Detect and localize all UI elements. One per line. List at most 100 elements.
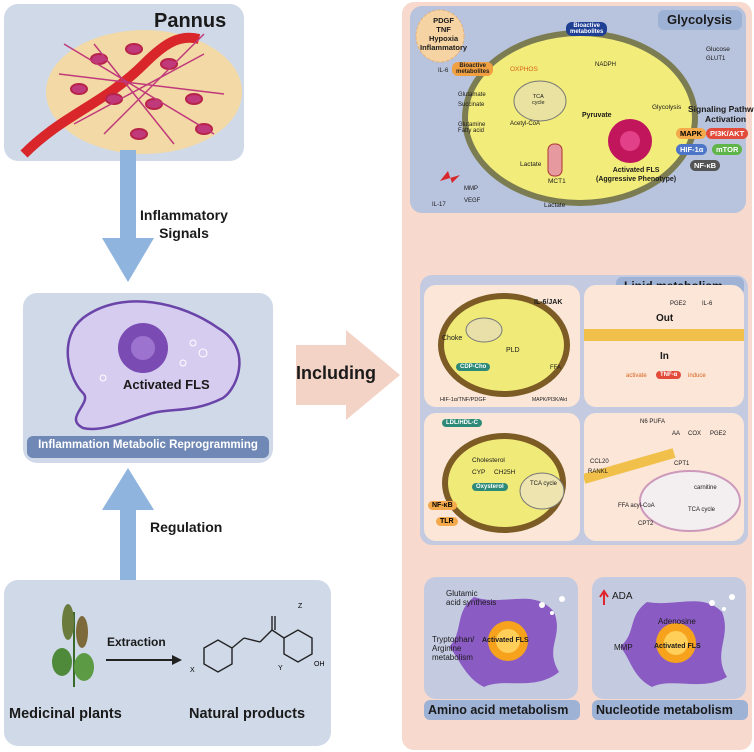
ccl20-label: CCL20 [590, 459, 609, 465]
cpt1-label: CPT1 [674, 461, 690, 467]
amino-cell [449, 596, 565, 687]
succinate-label: Succinate [458, 102, 485, 108]
pathway-hif1a: HIF-1α [676, 144, 708, 155]
pld-label: PLD [506, 347, 520, 354]
regulation-label: Regulation [150, 519, 223, 535]
il6-label: IL-6 [438, 68, 449, 74]
il17-label: IL-17 [432, 202, 446, 208]
reprogramming-banner [27, 436, 269, 458]
cox-label: COX [688, 431, 702, 437]
choke-label: Choke [442, 335, 463, 342]
formula-oh: OH [314, 661, 325, 668]
mct1-label: MCT1 [548, 178, 566, 185]
mmp-label: MMP [464, 186, 478, 192]
cholesterol-label: Cholesterol [472, 457, 505, 464]
lipid-panel: Lipid metabolism IL-6/JAK Choke PLD CDP-… [420, 275, 748, 545]
chemical-structure-icon: Z X Y OH [190, 603, 325, 674]
glycolysis-small-label: Glycolysis [652, 104, 682, 111]
il6-jak-label: IL-6/JAK [534, 299, 563, 306]
acyl-coa-label: FFA acyl-CoA [618, 503, 655, 509]
out-label: Out [656, 313, 674, 324]
pathway-mapk: MAPK [676, 128, 707, 139]
nucleotide-cell [599, 589, 735, 687]
glutamic-label: Glutamic acid synthesis [446, 589, 497, 607]
lactate-in-label: Lactate [520, 161, 542, 168]
oxphos-label: OXPHOS [510, 66, 538, 73]
nucleotide-panel: ADA Adenosine MMP Activated FLS [592, 577, 746, 699]
pathway-nfkb: NF-κB [690, 160, 721, 171]
hif-tnf-pdgf-label: HIF-1α/TNF/PDGF [440, 397, 486, 403]
acetyl-label: Acetyl-CoA [510, 121, 541, 127]
formula-z: Z [298, 603, 303, 610]
extraction-arrow-icon [106, 655, 182, 665]
pathway-pi3k-akt: PI3K/AKT [706, 128, 749, 139]
nucleotide-cell-label: Activated FLS [654, 643, 701, 650]
glycolysis-illustration [415, 9, 698, 206]
cpt2-label: CPT2 [638, 521, 654, 527]
cdp-cho-badge: CDP-Cho [456, 363, 491, 371]
signaling-title: Signaling Pathway Activation [688, 104, 754, 124]
pathway-mtor: mTOR [712, 144, 743, 155]
arrow-up-icon [102, 468, 154, 584]
medicinal-plants-label: Medicinal plants [9, 706, 122, 722]
ffa-label-1: FFA [550, 365, 562, 371]
mitochondria-illustration [584, 448, 741, 532]
ada-label: ADA [612, 591, 633, 602]
nfkb-badge: NF-κB [428, 501, 457, 510]
il6-label-2: IL-6 [702, 301, 713, 307]
medicinal-plant-icon [52, 604, 94, 687]
tnf-badge: TNF-α [656, 371, 682, 379]
nucleotide-title: Nucleotide metabolism [596, 703, 733, 717]
glycolysis-title-tab [658, 10, 742, 30]
oxysterol-badge: Oxysterol [472, 483, 508, 491]
lipid-box-1: IL-6/JAK Choke PLD CDP-Cho FFA HIF-1α/TN… [424, 285, 580, 407]
tryptophan-label: Tryptophan/ Arginine metabolism [432, 635, 475, 662]
tca-label-4: TCA cycle [688, 507, 716, 513]
tlr-badge: TLR [436, 517, 458, 526]
amino-title-tab [424, 700, 580, 720]
glutamate-label: Glutamate [458, 92, 486, 98]
bioactive-left-badge: Bioactive metabolites [452, 62, 494, 76]
activated-fls-cell [66, 300, 241, 431]
pannus-illustration [20, 30, 242, 158]
glycolysis-panel: Glycolysis PDGF TNF Hypoxia Inflammatory… [410, 6, 754, 213]
reprogramming-banner-text: Inflammation Metabolic Reprogramming [38, 439, 258, 451]
membrane-illustration [584, 329, 744, 341]
lipid-box-3: LDL/HDL-C Cholesterol CYP CH25H Oxystero… [424, 413, 580, 541]
glucose-label: Glucose [706, 46, 730, 53]
cyp-label: CYP [472, 469, 486, 476]
ldl-hdl-badge: LDL/HDL-C [442, 419, 482, 427]
including-label: Including [296, 363, 376, 383]
aa-label: AA [672, 431, 681, 437]
vegf-label: VEGF [464, 198, 481, 204]
including-arrow-icon [296, 330, 400, 420]
lipid-box-4: N6 PUFA AA COX PGE2 CCL20 RANKL CPT1 car… [584, 413, 744, 541]
formula-y: Y [278, 665, 283, 672]
lactate-out-label: Lactate [544, 202, 566, 209]
activate-label: activate [626, 373, 647, 379]
tca-label-3: TCA cycle [530, 481, 558, 487]
in-label: In [660, 351, 669, 362]
arrow-down-icon [102, 150, 154, 282]
induce-label: induce [688, 373, 706, 379]
lipid-box-2: Out In PGE2 IL-6 activate TNF-α induce [584, 285, 744, 407]
tca-label: TCA cycle [532, 94, 545, 106]
carnitine-label: carnitine [694, 485, 717, 491]
mapk-pi3k-label: MAPK/PI3K/Akt [532, 397, 568, 403]
activated-fls-aggressive: Activated FLS (Aggressive Phenotype) [596, 167, 677, 183]
amino-cell-label: Activated FLS [482, 637, 529, 644]
pge2-label: PGE2 [670, 301, 687, 307]
nucleotide-title-tab [592, 700, 748, 720]
glut1-label: GLUT1 [706, 56, 726, 62]
rankl-label: RANKL [588, 469, 609, 475]
nadph-label: NADPH [595, 62, 617, 68]
extraction-label: Extraction [107, 635, 166, 649]
pannus-title: Pannus [154, 10, 227, 32]
natural-products-panel: Extraction Z X Y OH Medicinal plants Nat… [4, 580, 331, 746]
pge2-label-4: PGE2 [710, 431, 727, 437]
upstream-signals: PDGF TNF Hypoxia Inflammatory [420, 16, 468, 52]
formula-x: X [190, 667, 195, 674]
glutamine-label: Glutamine Fatty acid [458, 122, 486, 134]
amino-panel: Glutamic acid synthesis Tryptophan/ Argi… [424, 577, 578, 699]
glycolysis-title: Glycolysis [667, 12, 733, 27]
